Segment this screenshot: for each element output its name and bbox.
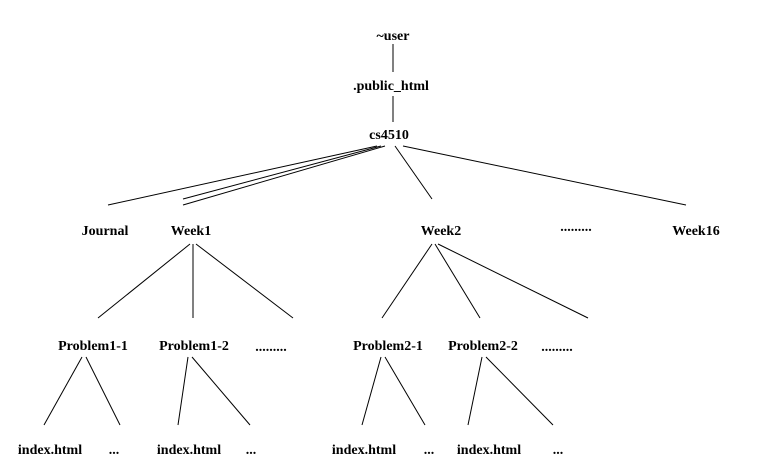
edge-problem2-1-more bbox=[384, 356, 426, 426]
node-problem1-1: Problem1-1 bbox=[58, 339, 128, 354]
edge-cs4510-week1-a bbox=[182, 145, 382, 200]
node-p2-1-more: ... bbox=[424, 443, 435, 458]
node-level1-ellipsis: ......... bbox=[560, 220, 592, 235]
node-p1-1-more: ... bbox=[109, 443, 120, 458]
edge-week1-ellipsis bbox=[195, 243, 294, 319]
edge-problem1-1-more bbox=[85, 356, 121, 426]
edge-week2-ellipsis bbox=[437, 243, 589, 319]
edge-cs4510-week16 bbox=[402, 145, 687, 206]
node-cs4510: cs4510 bbox=[369, 128, 409, 143]
node-week1: Week1 bbox=[171, 224, 211, 239]
node-root: ~user bbox=[377, 29, 410, 44]
edge-week2-problem2-1 bbox=[381, 243, 433, 319]
edge-problem2-2-more bbox=[485, 356, 554, 426]
node-problem2-2: Problem2-2 bbox=[448, 339, 518, 354]
edge-problem1-1-index bbox=[43, 356, 83, 426]
node-week1-ellipsis: ......... bbox=[255, 340, 287, 355]
edge-problem1-2-index bbox=[177, 356, 189, 426]
node-p2-2-index: index.html bbox=[457, 443, 521, 458]
node-p2-1-index: index.html bbox=[332, 443, 396, 458]
edge-cs4510-week2 bbox=[394, 145, 433, 200]
edge-problem1-2-more bbox=[191, 356, 251, 426]
node-week2: Week2 bbox=[421, 224, 461, 239]
edge-problem2-1-index bbox=[361, 356, 382, 426]
node-p2-2-more: ... bbox=[553, 443, 564, 458]
edge-problem2-2-index bbox=[467, 356, 483, 426]
node-p1-2-index: index.html bbox=[157, 443, 221, 458]
edge-cs4510-journal bbox=[107, 145, 378, 206]
node-week2-ellipsis: ......... bbox=[541, 340, 573, 355]
tree-edges bbox=[43, 44, 687, 426]
edge-cs4510-week1-b bbox=[182, 145, 386, 206]
node-problem2-1: Problem2-1 bbox=[353, 339, 423, 354]
node-public-html: .public_html bbox=[353, 79, 429, 94]
node-p1-1-index: index.html bbox=[18, 443, 82, 458]
edge-week2-problem2-2 bbox=[434, 243, 481, 319]
node-week16: Week16 bbox=[672, 224, 719, 239]
tree-labels: ~user .public_html cs4510 Journal Week1 … bbox=[18, 29, 720, 458]
node-journal: Journal bbox=[82, 224, 129, 239]
node-p1-2-more: ... bbox=[246, 443, 257, 458]
edge-week1-problem1-1 bbox=[97, 243, 191, 319]
node-problem1-2: Problem1-2 bbox=[159, 339, 229, 354]
